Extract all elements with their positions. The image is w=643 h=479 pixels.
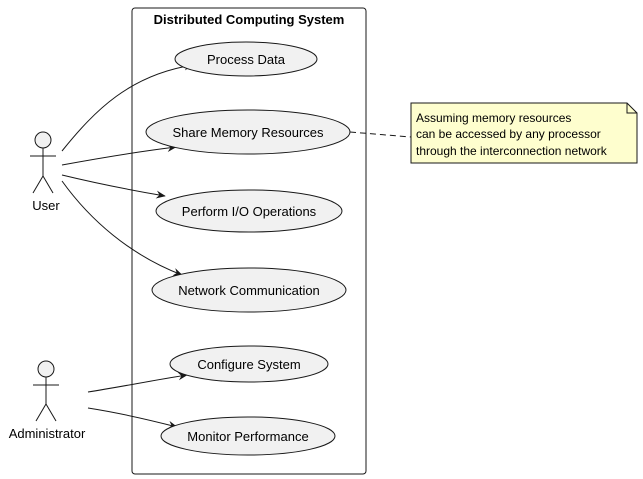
use-case-perform-io: Perform I/O Operations bbox=[155, 189, 343, 233]
use-case-label: Monitor Performance bbox=[187, 429, 308, 444]
use-case-label: Process Data bbox=[207, 52, 286, 67]
note: Assuming memory resources can be accesse… bbox=[349, 102, 638, 164]
note-fold bbox=[626, 103, 637, 114]
note-line: through the interconnection network bbox=[416, 144, 608, 158]
use-case-process-data: Process Data bbox=[174, 41, 318, 77]
actor-label: Administrator bbox=[9, 426, 86, 441]
actor-user: User bbox=[30, 131, 60, 213]
actor-administrator: Administrator bbox=[9, 360, 86, 441]
stick-figure-icon bbox=[30, 131, 56, 194]
use-case-label: Share Memory Resources bbox=[173, 125, 324, 140]
use-case-share-memory: Share Memory Resources bbox=[145, 109, 351, 155]
use-case-network-comm: Network Communication bbox=[151, 267, 347, 313]
note-connector bbox=[349, 131, 412, 138]
actor-label: User bbox=[32, 198, 60, 213]
associations bbox=[61, 62, 194, 429]
stick-figure-icon bbox=[33, 360, 59, 422]
association-user-process-data bbox=[61, 62, 194, 152]
association-user-network-comm bbox=[61, 180, 183, 276]
system-title: Distributed Computing System bbox=[154, 12, 345, 27]
use-case-monitor-performance: Monitor Performance bbox=[160, 416, 336, 456]
system-boundary: Distributed Computing System bbox=[131, 7, 367, 475]
association-user-perform-io bbox=[61, 174, 166, 199]
use-case-configure-system: Configure System bbox=[169, 345, 329, 383]
use-case-label: Network Communication bbox=[178, 283, 320, 298]
association-user-share-memory bbox=[61, 144, 177, 166]
note-line: Assuming memory resources bbox=[416, 111, 571, 125]
association-admin-monitor-performance bbox=[87, 407, 178, 429]
note-line: can be accessed by any processor bbox=[416, 127, 601, 141]
use-case-label: Perform I/O Operations bbox=[182, 204, 317, 219]
association-admin-configure-system bbox=[87, 372, 188, 393]
use-case-label: Configure System bbox=[197, 357, 300, 372]
note-box bbox=[410, 102, 638, 164]
